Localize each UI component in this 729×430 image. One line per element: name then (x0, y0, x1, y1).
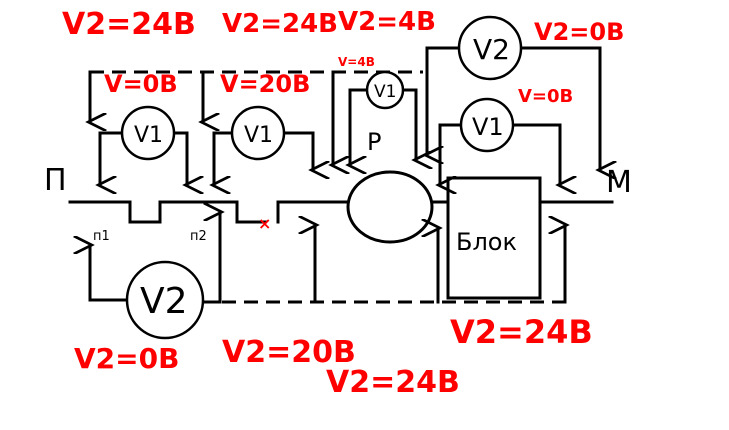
voltmeter-v1 (459, 97, 515, 153)
annotation: V=20В (220, 70, 310, 98)
annotation: V=0В (104, 70, 178, 98)
block-label: Блок (456, 228, 517, 256)
block-box (446, 176, 542, 300)
probe-arrow (214, 131, 234, 185)
annotation: V2=0В (74, 342, 179, 375)
probe-arrow (440, 123, 463, 185)
probe-arrow (350, 88, 369, 165)
annotation: V2=4В (338, 7, 436, 37)
voltmeter-v2 (457, 15, 523, 81)
voltmeter-v2 (125, 260, 205, 340)
annotation: V=4В (338, 55, 375, 69)
annotation: V2=20В (222, 335, 356, 370)
voltmeter-v1 (230, 105, 286, 161)
voltmeter-label: V1 (244, 123, 273, 148)
voltmeter-label: V2 (473, 33, 510, 66)
p1-label: п1 (93, 229, 110, 244)
annotation: V2=24В (450, 313, 593, 351)
probe-arrow (401, 88, 416, 160)
terminal-end-label: М (606, 165, 632, 200)
relay-label: Р (367, 128, 381, 156)
probe-arrow (172, 131, 187, 185)
voltmeter-label: V1 (374, 82, 396, 102)
p2-label: п2 (190, 229, 207, 244)
probe-arrow (282, 131, 313, 170)
probe-arrow (90, 245, 129, 302)
terminal-start-label: П (44, 163, 67, 198)
annotation: V=0В (518, 86, 573, 107)
annotation: V2=24В (326, 365, 460, 400)
relay-circle (346, 170, 434, 244)
probe-arrow (201, 212, 220, 304)
main-circuit-line (68, 200, 267, 224)
probe-arrow (518, 46, 600, 170)
voltmeter-label: V1 (134, 123, 163, 148)
voltmeter-v1 (365, 70, 405, 110)
voltmeter-label: V2 (140, 281, 188, 322)
voltmeter-v1 (120, 105, 176, 161)
voltmeter-label: V1 (472, 113, 504, 141)
probe-arrow (427, 46, 462, 155)
probe-arrow (511, 123, 560, 185)
break-mark: × (258, 214, 271, 233)
annotation: V2=24В (222, 9, 338, 39)
probe-arrow (100, 131, 124, 185)
annotation: V2=0В (534, 18, 624, 46)
annotation: V2=24В (62, 7, 196, 42)
main-circuit-line-2 (276, 200, 350, 224)
